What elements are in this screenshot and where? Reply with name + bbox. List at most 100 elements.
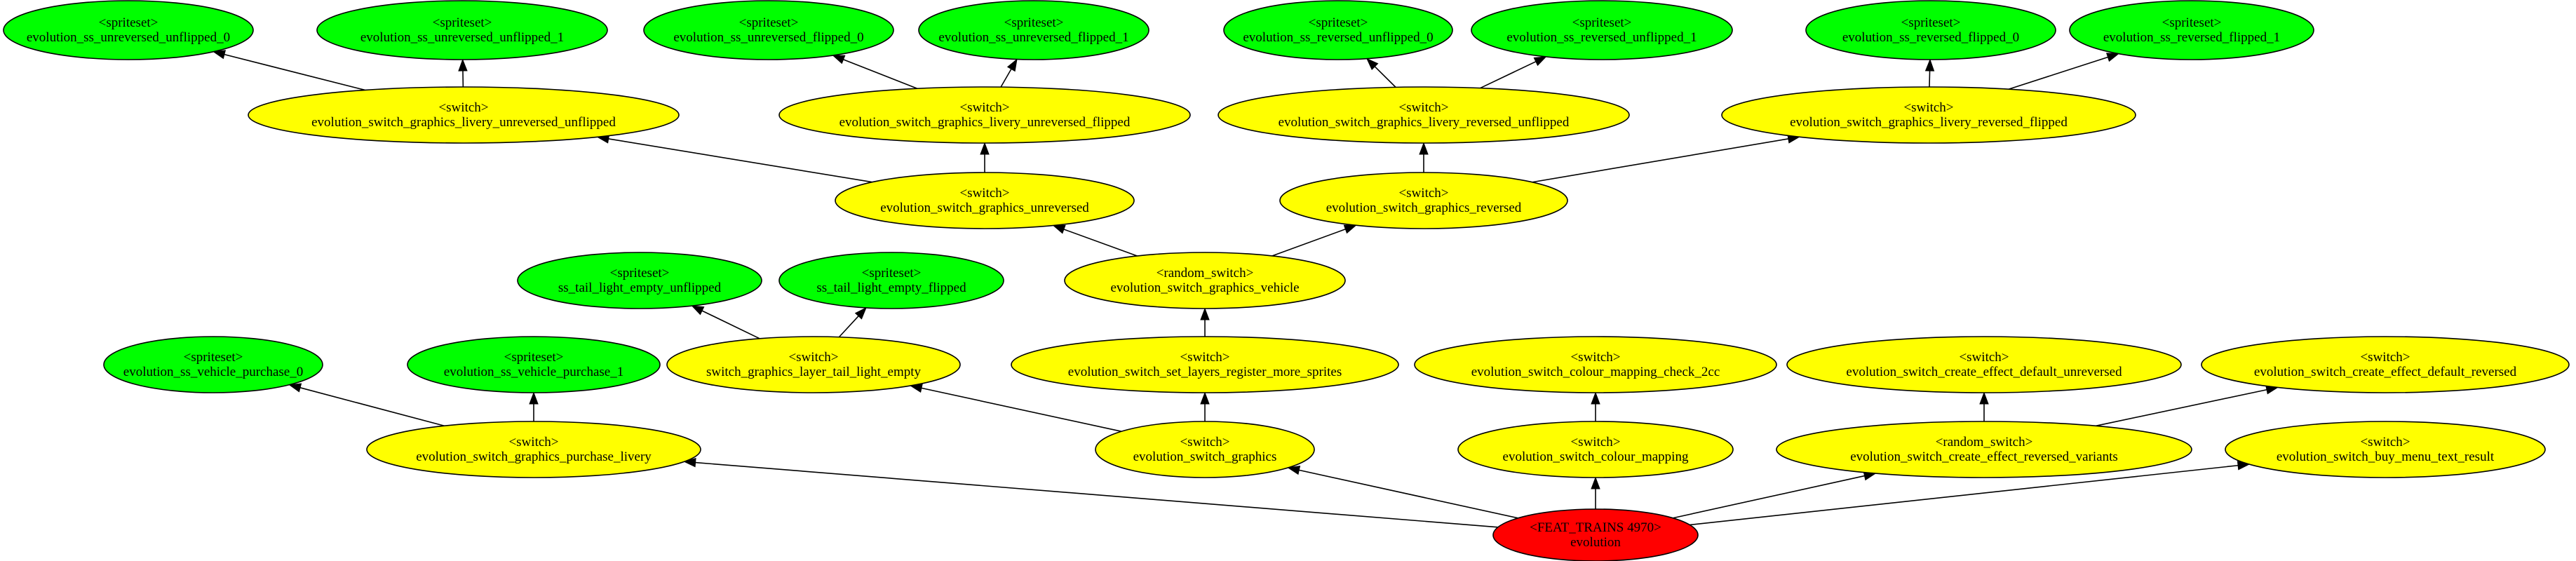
edge-line [1532,138,1789,183]
node-evolution-switch-create-effect-default-reversed: <switch>evolution_switch_create_effect_d… [2201,336,2570,393]
node-ellipse [3,0,254,60]
node-ellipse [1279,172,1568,229]
edge-sw_cm-to-sw_cmc [1591,391,1600,421]
arrowhead-icon [1533,56,1547,67]
node-ellipse [2225,421,2546,478]
arrowhead-icon [1419,142,1429,155]
node-type-label: <spriteset> [99,15,159,30]
edge-sw_lrf-to-ss_rf0 [1924,58,1935,88]
arrowhead-icon [1924,58,1935,72]
node-type-label: <switch> [1180,435,1229,450]
edge-sw_tle-to-ss_tlf [838,306,867,338]
node-type-label: <switch> [959,186,1009,201]
node-evolution-switch-buy-menu-text-result: <switch>evolution_switch_buy_menu_text_r… [2225,421,2546,478]
arrowhead-icon [1343,224,1357,234]
node-layer: <spriteset>evolution_ss_unreversed_unfli… [3,0,2570,561]
edge-root-to-sw_gpl [683,457,1498,528]
edge-line [224,53,365,91]
node-type-label: <switch> [1398,186,1448,201]
node-name-label: ss_tail_light_empty_unflipped [558,280,722,295]
arrowhead-icon [1200,307,1210,320]
edge-line [1673,475,1865,519]
edge-root-to-sw_g [1287,465,1518,519]
edge-line [1272,229,1346,257]
edge-sw_lru-to-ss_ru1 [1480,56,1547,89]
node-evolution-ss-reversed-unflipped-1: <spriteset>evolution_ss_reversed_unflipp… [1471,0,1733,60]
node-ellipse [1721,86,2136,144]
node-type-label: <spriteset> [184,350,243,365]
arrowhead-icon [980,142,990,155]
arrowhead-icon [458,58,468,72]
node-name-label: evolution_switch_create_effect_reversed_… [1850,450,2118,464]
node-name-label: switch_graphics_layer_tail_light_empty [706,365,922,379]
node-ellipse [366,421,701,478]
node-name-label: evolution_switch_colour_mapping_check_2c… [1471,365,1720,379]
node-type-label: <switch> [2360,350,2410,365]
edge-sw_tle-to-ss_tlu [691,305,760,339]
node-ellipse [1223,0,1453,60]
node-type-label: <switch> [959,100,1009,115]
arrowhead-icon [529,391,539,405]
node-name-label: evolution_ss_reversed_unflipped_0 [1243,30,1433,45]
node-evolution-switch-graphics: <switch>evolution_switch_graphics [1095,421,1315,478]
edge-line [701,310,760,339]
arrowhead-icon [1591,476,1600,489]
node-evolution-ss-unreversed-unflipped-1: <spriteset>evolution_ss_unreversed_unfli… [316,0,608,60]
node-type-label: <switch> [2360,435,2410,450]
node-ellipse [918,0,1149,60]
node-name-label: evolution_switch_graphics_livery_unrever… [311,115,616,130]
node-name-label: evolution_ss_vehicle_purchase_1 [444,365,623,379]
node-evolution-switch-graphics-reversed: <switch>evolution_switch_graphics_revers… [1279,172,1568,229]
node-switch-graphics-layer-tail-light-empty: <switch>switch_graphics_layer_tail_light… [666,336,961,393]
edge-line [921,387,1122,432]
edge-rs_cerv-to-sw_cedu [1979,391,1989,421]
node-type-label: <random_switch> [1156,266,1254,280]
node-name-label: evolution_switch_create_effect_default_u… [1846,365,2122,379]
node-ellipse [1095,421,1315,478]
node-evolution-switch-colour-mapping-check-2cc: <switch>evolution_switch_colour_mapping_… [1414,336,1777,393]
node-ellipse [666,336,961,393]
node-type-label: <switch> [1180,350,1229,365]
node-evolution-switch-graphics-unreversed: <switch>evolution_switch_graphics_unreve… [835,172,1135,229]
node-name-label: ss_tail_light_empty_flipped [816,280,966,295]
node-evolution-switch-create-effect-reversed-variants: <random_switch>evolution_switch_create_e… [1776,421,2192,478]
node-type-label: <switch> [1959,350,2009,365]
arrowhead-icon [1006,58,1018,72]
edge-sw_luu-to-ss_uu1 [458,58,468,88]
node-name-label: evolution_ss_unreversed_flipped_1 [938,30,1128,45]
node-evolution-switch-graphics-purchase-livery: <switch>evolution_switch_graphics_purcha… [366,421,701,478]
arrowhead-icon [1200,391,1210,405]
node-evolution-switch-set-layers-register-more-sprites: <switch>evolution_switch_set_layers_regi… [1011,336,1399,393]
edge-sw_luf-to-ss_uf0 [832,55,918,89]
edge-line [1480,61,1537,89]
node-evolution-switch-graphics-livery-unreversed-unflipped: <switch>evolution_switch_graphics_livery… [248,86,680,144]
edge-rs_gv-to-sw_gr [1272,224,1357,257]
arrowhead-icon [2106,53,2120,62]
node-ellipse [1786,336,2182,393]
node-ellipse [643,0,894,60]
edge-sw_gpl-to-ss_vp1 [529,391,539,421]
node-type-label: <switch> [1570,350,1620,365]
node-ellipse [1471,0,1733,60]
node-evolution-switch-colour-mapping: <switch>evolution_switch_colour_mapping [1457,421,1734,478]
node-evolution-switch-graphics-livery-reversed-flipped: <switch>evolution_switch_graphics_livery… [1721,86,2136,144]
node-type-label: <switch> [1570,435,1620,450]
edge-line [838,316,859,338]
node-type-label: <spriteset> [504,350,564,365]
edge-sw_gr-to-sw_lru [1419,142,1429,173]
edge-sw_lru-to-ss_ru0 [1365,58,1396,88]
node-ss-tail-light-empty-flipped: <spriteset>ss_tail_light_empty_flipped [778,252,1004,309]
node-ellipse [1011,336,1399,393]
node-name-label: evolution_ss_unreversed_flipped_0 [673,30,863,45]
arrowhead-icon [854,306,867,320]
edge-sw_g-to-sw_slr [1200,391,1210,421]
node-name-label: evolution_switch_graphics_vehicle [1110,280,1299,295]
edge-sw_luu-to-ss_uu0 [212,50,365,91]
node-type-label: <spriteset> [1572,15,1632,30]
node-evolution-switch-graphics-livery-unreversed-flipped: <switch>evolution_switch_graphics_livery… [778,86,1191,144]
node-ellipse [835,172,1135,229]
node-ellipse [2201,336,2570,393]
edge-sw_lrf-to-ss_rf1 [2009,53,2120,90]
edge-line [299,387,445,427]
